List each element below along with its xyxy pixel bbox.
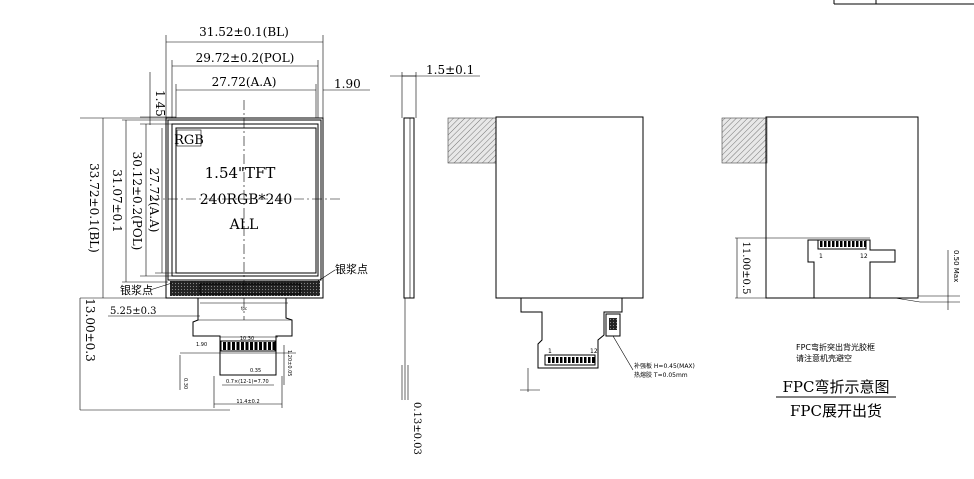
silver-paste-label-left: 银浆点 — [120, 283, 153, 297]
stiffener-note-2: 热熔胶 T=0.05mm — [634, 371, 688, 379]
dim-pol-height: 30.12±0.2(POL) — [130, 152, 144, 251]
bent-fpc-pins — [820, 241, 867, 247]
bent-fpc — [807, 239, 896, 299]
dim-right-gap: 1.90 — [334, 77, 361, 91]
dim-glass-height: 31.07±0.1 — [110, 169, 124, 233]
active-area — [175, 127, 317, 274]
backlight-back — [495, 116, 644, 299]
fpc-bonding-ledge — [170, 281, 320, 296]
backlight-outline — [165, 117, 324, 299]
dim-aa-height: 27.72(A.A) — [147, 168, 161, 233]
resolution: 240RGB*240 — [200, 192, 292, 208]
product-title: 1.54"TFT — [205, 164, 276, 182]
pin-12-label: 12 — [590, 348, 598, 355]
glass-outline — [167, 119, 322, 281]
dim-bl-height: 33.72±0.1(BL) — [87, 163, 101, 253]
title-bent: FPC弯折示意图 — [783, 378, 890, 396]
title-block-corner — [833, 0, 974, 5]
dim-max: 0.50 Max — [952, 250, 960, 282]
front-view: 31.52±0.1(BL) 29.72±0.2(POL) 27.72(A.A) … — [79, 25, 370, 411]
fpc-gold-fingers — [223, 342, 276, 350]
fpc-left-dim: 1.90 — [196, 342, 207, 348]
view-note: ALL — [229, 217, 259, 233]
dim-top-gap: 1.45 — [153, 90, 167, 117]
silver-paste-label-right: 银浆点 — [335, 262, 368, 276]
polarizer-outline — [171, 123, 319, 277]
bent-view: 1 12 11.00±0.5 0.50 Max FPC弯折突出背光胶框 请注意机… — [721, 116, 960, 420]
fpc-total-dim: 11.4±0.2 — [236, 399, 259, 405]
rgb-label: RGB — [174, 133, 204, 148]
dim-aa-width: 27.72(A.A) — [212, 75, 277, 89]
svg-text:fpc: fpc — [241, 306, 247, 311]
dim-fpc-bend: 11.00±0.5 — [740, 242, 751, 295]
fpc-tail — [192, 298, 293, 376]
title-unfolded: FPC展开出货 — [790, 402, 882, 420]
module-side-profile — [403, 117, 415, 299]
stiffener-note-1: 补强板 H=0.45(MAX) — [634, 362, 695, 370]
fpc-small-dim: 0.30 — [182, 378, 188, 389]
dim-fpc-offset: 5.25±0.3 — [110, 306, 157, 317]
bend-note-2: 请注意机壳避空 — [796, 353, 852, 363]
dim-thickness: 1.5±0.1 — [426, 63, 474, 77]
fpc-pitch-dim: 0.35 — [250, 368, 261, 374]
back-fpc-pins — [548, 357, 595, 363]
fpc-right-dim: 1.20±0.05 — [286, 350, 292, 376]
back-view: 1 12 补强板 H=0.45(MAX) 热熔胶 T=0.05mm — [447, 116, 695, 392]
fpc-width-dim: 10.30 — [240, 336, 254, 342]
bend-note-1: FPC弯折突出背光胶框 — [796, 342, 875, 352]
fpc-bent-hatched-tab — [721, 117, 768, 164]
bent-pin-1-label: 1 — [819, 253, 823, 260]
dim-fpc-length: 13.00±0.3 — [83, 298, 97, 362]
dim-fpc-thickness: 0.13±0.03 — [411, 402, 422, 455]
fpc-hatched-tab — [447, 117, 497, 164]
dim-pol-width: 29.72±0.2(POL) — [196, 51, 295, 65]
side-view: 1.5±0.1 0.13±0.03 — [390, 63, 480, 455]
dim-bl-width: 31.52±0.1(BL) — [199, 25, 289, 39]
bent-pin-12-label: 12 — [860, 253, 868, 260]
fpc-pins-dim: 0.7×(12-1)=7.70 — [226, 379, 269, 385]
backlight-bent — [765, 116, 919, 299]
pin-1-label: 1 — [548, 348, 552, 355]
